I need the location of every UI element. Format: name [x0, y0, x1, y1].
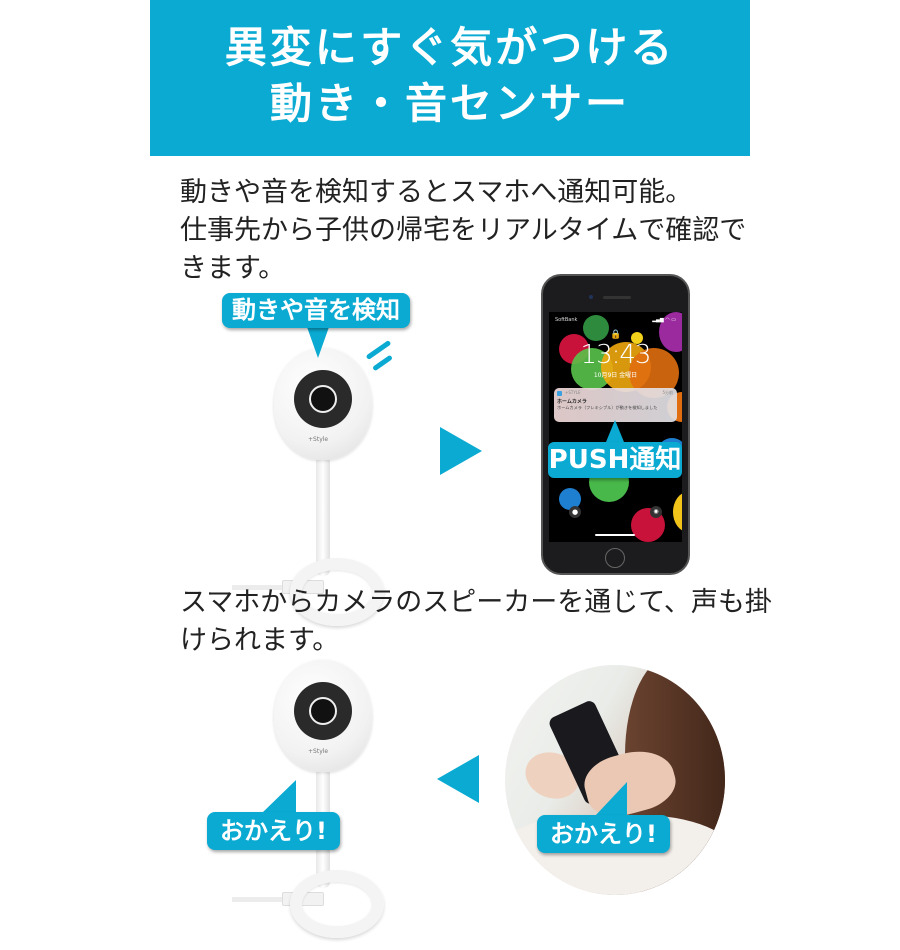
- notification-time: 5分前: [662, 390, 673, 395]
- front-camera-icon: [589, 295, 593, 299]
- section2-description: スマホからカメラのスピーカーを通じて、声も掛 けられます。: [180, 584, 772, 660]
- carrier-label: SoftBank: [555, 317, 578, 323]
- section2-line: スマホからカメラのスピーカーを通じて、声も掛: [180, 587, 772, 618]
- push-bubble: PUSH通知: [548, 442, 682, 478]
- detect-bubble: 動きや音を検知: [222, 293, 410, 328]
- lock-clock: 13:43: [580, 340, 652, 370]
- section1-line: きます。: [180, 253, 286, 284]
- notification-title: ホームカメラ: [557, 399, 587, 405]
- camera-cable: [232, 585, 312, 590]
- phone-greeting-bubble: おかえり!: [537, 815, 670, 853]
- header-banner: 異変にすぐ気がつける 動き・音センサー: [150, 0, 750, 156]
- camera-brand: +Style: [308, 436, 329, 443]
- camera-neck: [316, 456, 330, 576]
- earpiece-icon: [603, 296, 631, 299]
- banner-title-line1: 異変にすぐ気がつける: [224, 23, 676, 72]
- section1-description: 動きや音を検知するとスマホへ通知可能。 仕事先から子供の帰宅をリアルタイムで確認…: [180, 174, 747, 288]
- section2-line: けられます。: [180, 625, 340, 656]
- home-button[interactable]: [605, 548, 625, 568]
- section1-line: 仕事先から子供の帰宅をリアルタイムで確認で: [180, 215, 747, 246]
- bubble-tail: [606, 420, 624, 442]
- arrow-left-icon: [437, 755, 479, 803]
- bubble-tail: [595, 782, 627, 816]
- lock-screen: SoftBank ▂▄▆ ◠ ▭ 🔒 13:43 10月9日 金曜日 +STYL…: [549, 312, 682, 542]
- user-phone-photo: [505, 665, 725, 895]
- camera-greeting-bubble: おかえり!: [207, 812, 340, 850]
- push-notification[interactable]: +STYLE 5分前 ホームカメラ ホームカメラ（フレキシブル）が動きを検知しま…: [554, 388, 677, 422]
- section1-line: 動きや音を検知するとスマホへ通知可能。: [180, 177, 693, 208]
- camera-base-loop: [290, 870, 384, 938]
- camera-brand: +Style: [308, 748, 329, 755]
- camera-head: +Style: [274, 348, 372, 460]
- camera-lens-icon: [309, 385, 337, 413]
- lock-date: 10月9日 金曜日: [593, 372, 638, 379]
- camera-icon[interactable]: ◉: [650, 506, 662, 518]
- camera-illustration: +Style: [232, 348, 402, 638]
- camera-face: [294, 682, 352, 740]
- home-indicator: [595, 534, 635, 536]
- banner-title-line2: 動き・音センサー: [269, 79, 630, 128]
- status-icons: ▂▄▆ ◠ ▭: [652, 317, 676, 323]
- app-icon: [557, 391, 562, 396]
- bubble-tail: [307, 327, 329, 358]
- flashlight-icon[interactable]: ●: [569, 506, 581, 518]
- camera-face: [294, 370, 352, 428]
- camera-head: +Style: [274, 660, 372, 772]
- bubble-tail: [262, 780, 296, 813]
- arrow-right-icon: [440, 427, 482, 475]
- notification-app: +STYLE: [565, 390, 581, 395]
- notification-body: ホームカメラ（フレキシブル）が動きを検知しました: [557, 405, 658, 410]
- camera-lens-icon: [309, 697, 337, 725]
- lock-icon: 🔒: [610, 330, 622, 340]
